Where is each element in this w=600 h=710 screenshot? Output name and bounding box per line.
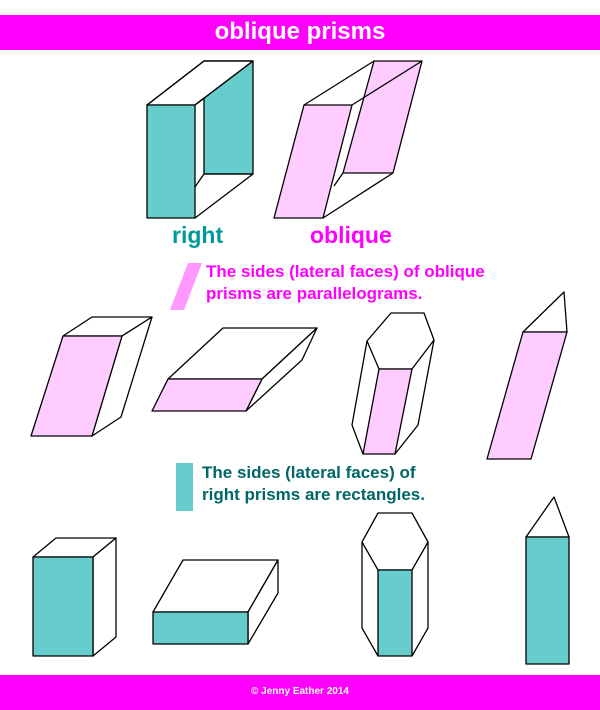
copyright-footer: © Jenny Eather 2014 [0,675,600,710]
right-rect-prism [32,537,117,657]
oblique-hex-prism [351,312,435,455]
page-title: oblique prisms [0,15,600,50]
rectangle-marker-icon [176,463,193,511]
right-hex-prism [361,512,429,657]
oblique-note-line2: prisms are parallelograms. [206,284,423,303]
oblique-tri-prism [486,291,568,460]
right-note-line1: The sides (lateral faces) of [202,463,416,482]
right-note-line2: right prisms are rectangles. [202,485,425,504]
oblique-note-line1: The sides (lateral faces) of oblique [206,262,485,281]
oblique-note: The sides (lateral faces) of oblique pri… [206,261,485,305]
top-oblique-prism [273,60,423,219]
oblique-rect-prism [30,316,153,437]
right-label: right [172,222,224,248]
top-right-prism [146,60,254,219]
right-tri-prism [525,496,570,665]
right-flat-prism [152,559,279,645]
oblique-label: oblique [310,222,392,248]
parallelogram-marker-icon [170,263,202,310]
right-note: The sides (lateral faces) of right prism… [202,462,425,506]
oblique-flat-prism [151,327,318,412]
